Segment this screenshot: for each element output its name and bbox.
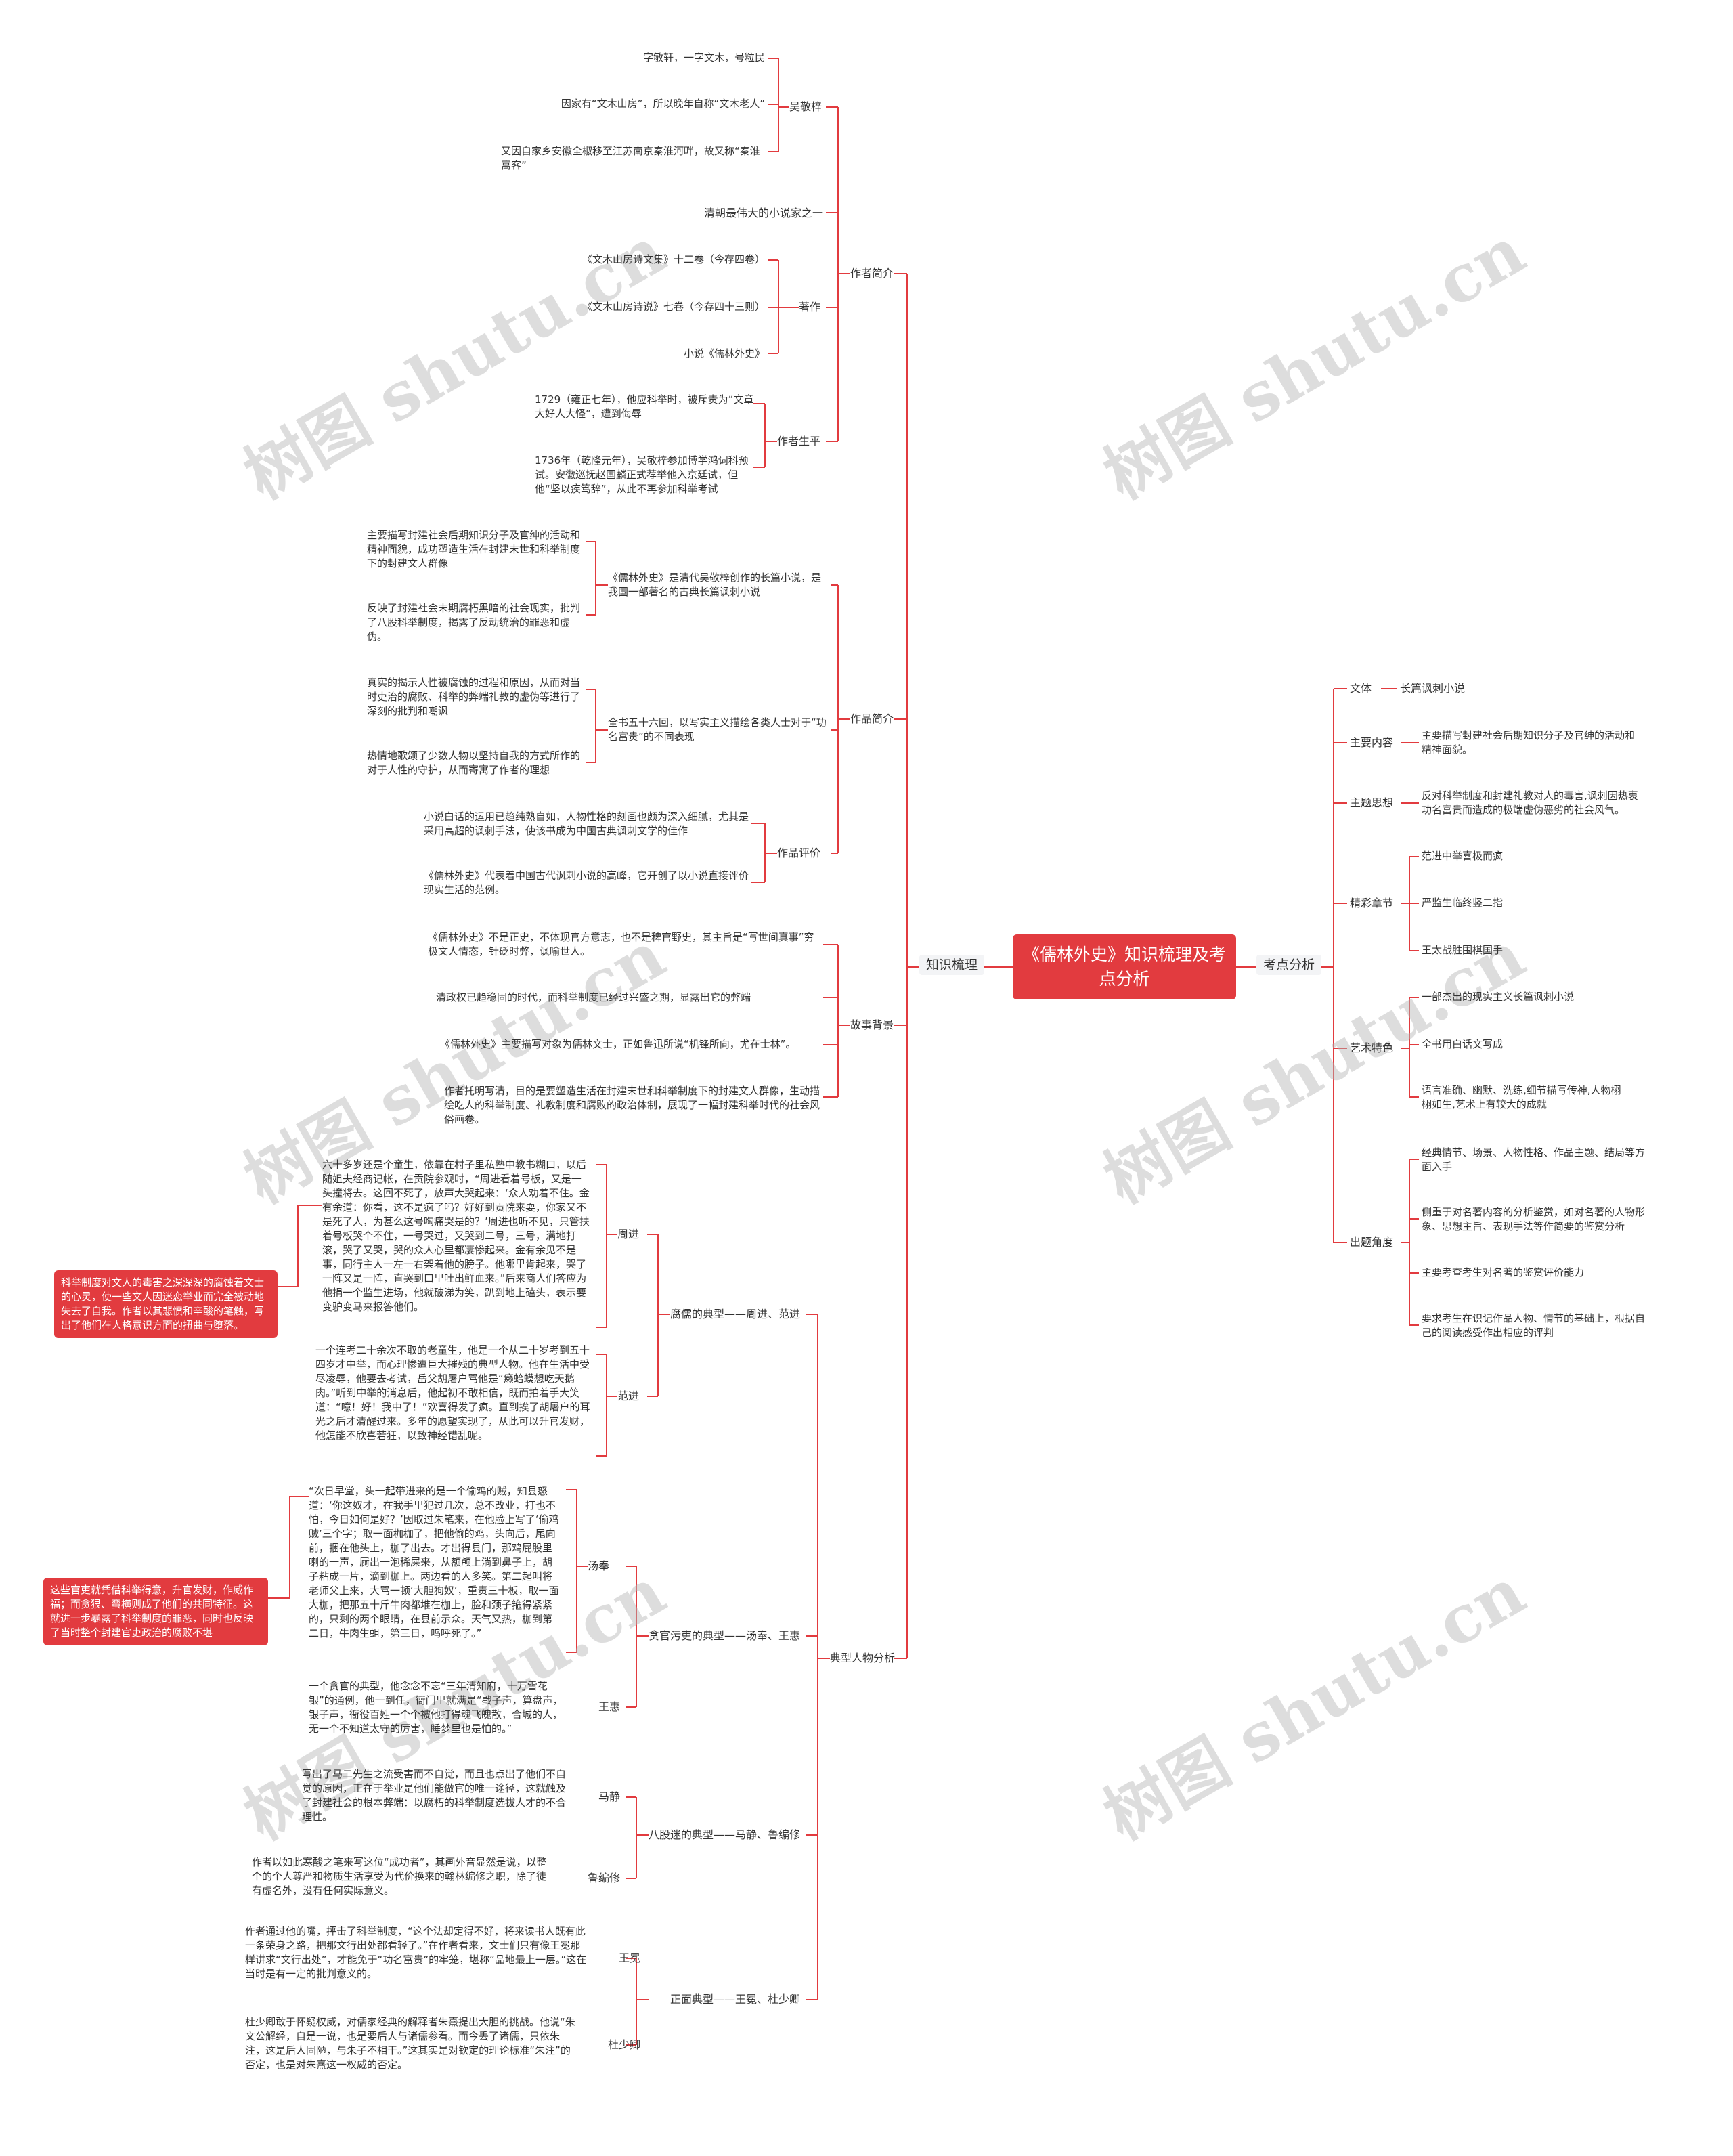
note-link	[268, 1496, 309, 1599]
callout-note: 这些官吏就凭借科举得意，升官发财，作威作福；而贪狠、蛮横则成了他们的共同特征。这…	[43, 1578, 268, 1645]
node-fanjin[interactable]: 范进	[617, 1389, 640, 1402]
leaf: 《儒林外史》不是正史，不体现官方意志，也不是稗官野史，其主旨是“写世间真事”穷极…	[428, 931, 814, 957]
node-life[interactable]: 作者生平	[777, 435, 821, 448]
leaf: 语言准确、幽默、洗练,细节描写传神,人物栩栩如生,艺术上有较大的成就	[1422, 1084, 1621, 1111]
leaf: 小说《儒林外史》	[683, 347, 765, 360]
leaf: 严监生临终竖二指	[1422, 897, 1504, 909]
branch-exam[interactable]: 考点分析	[1256, 955, 1322, 975]
leaf: 《儒林外史》主要描写对象为儒林文士，正如鲁迅所说“机锋所向，尤在士林”。	[440, 1038, 796, 1050]
node-background[interactable]: 故事背景	[850, 1018, 894, 1031]
node-majing[interactable]: 马静	[598, 1790, 621, 1803]
node-work-b[interactable]: 全书五十六回，以写实主义描绘各类人士对于“功名富贵”的不同表现	[608, 716, 827, 743]
leaf: 清朝最伟大的小说家之一	[704, 207, 824, 219]
note-link	[278, 1205, 322, 1287]
node-type-4[interactable]: 正面典型——王冕、杜少卿	[670, 1993, 801, 2006]
node-angle[interactable]: 出题角度	[1350, 1236, 1394, 1249]
leaf: 清政权已趋稳固的时代，而科举制度已经过兴盛之期，显露出它的弊端	[436, 991, 751, 1004]
leaf: 反映了封建社会末期腐朽黑暗的社会现实，批判了八股科举制度，揭露了反动统治的罪恶和…	[367, 602, 581, 643]
leaf: “次日早堂，头一起带进来的是一个偷鸡的贼，知县怒道：‘你这奴才，在我手里犯过几次…	[309, 1485, 559, 1639]
node-evaluation[interactable]: 作品评价	[777, 846, 821, 859]
leaf: 1736年（乾隆元年），吴敬梓参加博学鸿词科预试。安徽巡抚赵国麟正式荐举他入京廷…	[535, 454, 749, 495]
node-work-a[interactable]: 《儒林外史》是清代吴敬梓创作的长篇小说，是我国一部著名的古典长篇讽刺小说	[608, 572, 822, 598]
callout-note: 科举制度对文人的毒害之深深深的腐蚀着文士的心灵，使一些文人因迷恋举业而完全被动地…	[54, 1270, 278, 1338]
node-dushaoqing[interactable]: 杜少卿	[608, 2038, 641, 2051]
leaf: 作者托明写清，目的是要塑造生活在封建末世和科举制度下的封建文人群像，生动描绘吃人…	[444, 1085, 820, 1125]
leaf: 主要考查考生对名著的鉴赏评价能力	[1422, 1266, 1585, 1278]
branch-knowledge[interactable]: 知识梳理	[919, 955, 985, 975]
node-type-3[interactable]: 八股迷的典型——马静、鲁编修	[649, 1828, 801, 1841]
leaf: 范进中举喜极而疯	[1422, 850, 1504, 862]
leaf: 《儒林外史》代表着中国古代讽刺小说的高峰，它开创了以小说直接评价现实生活的范例。	[424, 869, 749, 896]
leaf: 热情地歌颂了少数人物以坚持自我的方式所作的对于人性的守护，从而寄寓了作者的理想	[367, 750, 581, 776]
leaf: 六十多岁还是个童生，依靠在村子里私塾中教书糊口，以后随姐夫经商记帐，在贡院参观时…	[322, 1159, 590, 1313]
leaf: 又因自家乡安徽全椒移至江苏南京秦淮河畔，故又称“秦淮寓客”	[501, 145, 760, 171]
leaf: 1729（雍正七年），他应科举时，被斥责为“文章大好人大怪”，遭到侮辱	[535, 393, 754, 420]
leaf: 小说白话的运用已趋纯熟自如，人物性格的刻画也颇为深入细腻，尤其是采用高超的讽刺手…	[424, 811, 749, 837]
leaf: 作者以如此寒酸之笔来写这位“成功者”，其画外音显然是说，以整个的个人尊严和物质生…	[252, 1856, 547, 1897]
leaf: 主要描写封建社会后期知识分子及官绅的活动和精神面貌。	[1422, 729, 1636, 756]
leaf: 一个连考二十余次不取的老童生，他是一个从二十岁考到五十四岁才中举，而心理惨遭巨大…	[315, 1344, 590, 1442]
node-art[interactable]: 艺术特色	[1350, 1041, 1394, 1054]
leaf: 一部杰出的现实主义长篇讽刺小说	[1422, 991, 1575, 1003]
leaf: 王太战胜围棋国手	[1422, 944, 1504, 956]
node-wanghui[interactable]: 王惠	[598, 1700, 621, 1713]
node-zhoujin[interactable]: 周进	[617, 1228, 640, 1241]
node-typical-characters[interactable]: 典型人物分析	[830, 1652, 896, 1664]
node-author-intro[interactable]: 作者简介	[850, 267, 894, 280]
leaf: 字敏轩，一字文木，号粒民	[642, 51, 765, 64]
node-wujingzi[interactable]: 吴敬梓	[789, 100, 822, 113]
leaf: 《文木山房诗文集》十二卷（今存四卷）	[582, 253, 765, 265]
watermark: 树图 shutu.cn	[1091, 212, 1537, 515]
node-content[interactable]: 主要内容	[1350, 736, 1394, 749]
leaf: 长篇讽刺小说	[1400, 682, 1466, 695]
leaf: 写出了马二先生之流受害而不自觉，而且也点出了他们不自觉的原因，正在于举业是他们能…	[302, 1768, 567, 1823]
leaf: 侧重于对名著内容的分析鉴赏，如对名著的人物形象、思想主旨、表现手法等作简要的鉴赏…	[1422, 1206, 1646, 1232]
node-type-1[interactable]: 腐儒的典型——周进、范进	[670, 1308, 801, 1320]
leaf: 作者通过他的嘴，抨击了科举制度，“这个法却定得不好，将来读书人既有此一条荣身之路…	[245, 1925, 587, 1980]
node-lubianxiu[interactable]: 鲁编修	[588, 1872, 621, 1884]
leaf: 主要描写封建社会后期知识分子及官绅的活动和精神面貌，成功塑造生活在封建末世和科举…	[367, 529, 581, 569]
node-chapters[interactable]: 精彩章节	[1350, 897, 1394, 909]
node-wangmian[interactable]: 王冕	[619, 1952, 641, 1964]
node-works[interactable]: 著作	[799, 301, 821, 314]
leaf: 经典情节、场景、人物性格、作品主题、结局等方面入手	[1422, 1146, 1646, 1173]
leaf: 杜少卿敢于怀疑权威，对儒家经典的解释者朱熹提出大胆的挑战。他说“朱文公解经，自是…	[245, 2016, 575, 2071]
node-genre[interactable]: 文体	[1350, 682, 1372, 695]
node-tangfeng[interactable]: 汤奉	[588, 1559, 610, 1572]
leaf: 全书用白话文写成	[1422, 1038, 1504, 1050]
leaf: 《文木山房诗说》七卷（今存四十三则）	[582, 301, 765, 313]
leaf: 真实的揭示人性被腐蚀的过程和原因，从而对当时吏治的腐败、科举的弊端礼教的虚伪等进…	[367, 676, 581, 717]
node-type-2[interactable]: 贪官污吏的典型——汤奉、王惠	[649, 1629, 801, 1642]
leaf: 因家有“文木山房”，所以晚年自称“文木老人”	[561, 98, 765, 110]
node-theme[interactable]: 主题思想	[1350, 796, 1394, 809]
leaf: 要求考生在识记作品人物、情节的基础上，根据自己的阅读感受作出相应的评判	[1422, 1312, 1646, 1339]
leaf: 反对科举制度和封建礼教对人的毒害,讽刺因热衷功名富贵而造成的极端虚伪恶劣的社会风…	[1422, 790, 1638, 816]
leaf: 一个贪官的典型，他念念不忘“三年清知府，十万雪花银”的通例，他一到任，衙门里就满…	[309, 1680, 563, 1735]
node-work-intro[interactable]: 作品简介	[850, 712, 894, 725]
root-topic[interactable]: 《儒林外史》知识梳理及考点分析	[1013, 934, 1236, 999]
watermark: 树图 shutu.cn	[1091, 1553, 1537, 1855]
